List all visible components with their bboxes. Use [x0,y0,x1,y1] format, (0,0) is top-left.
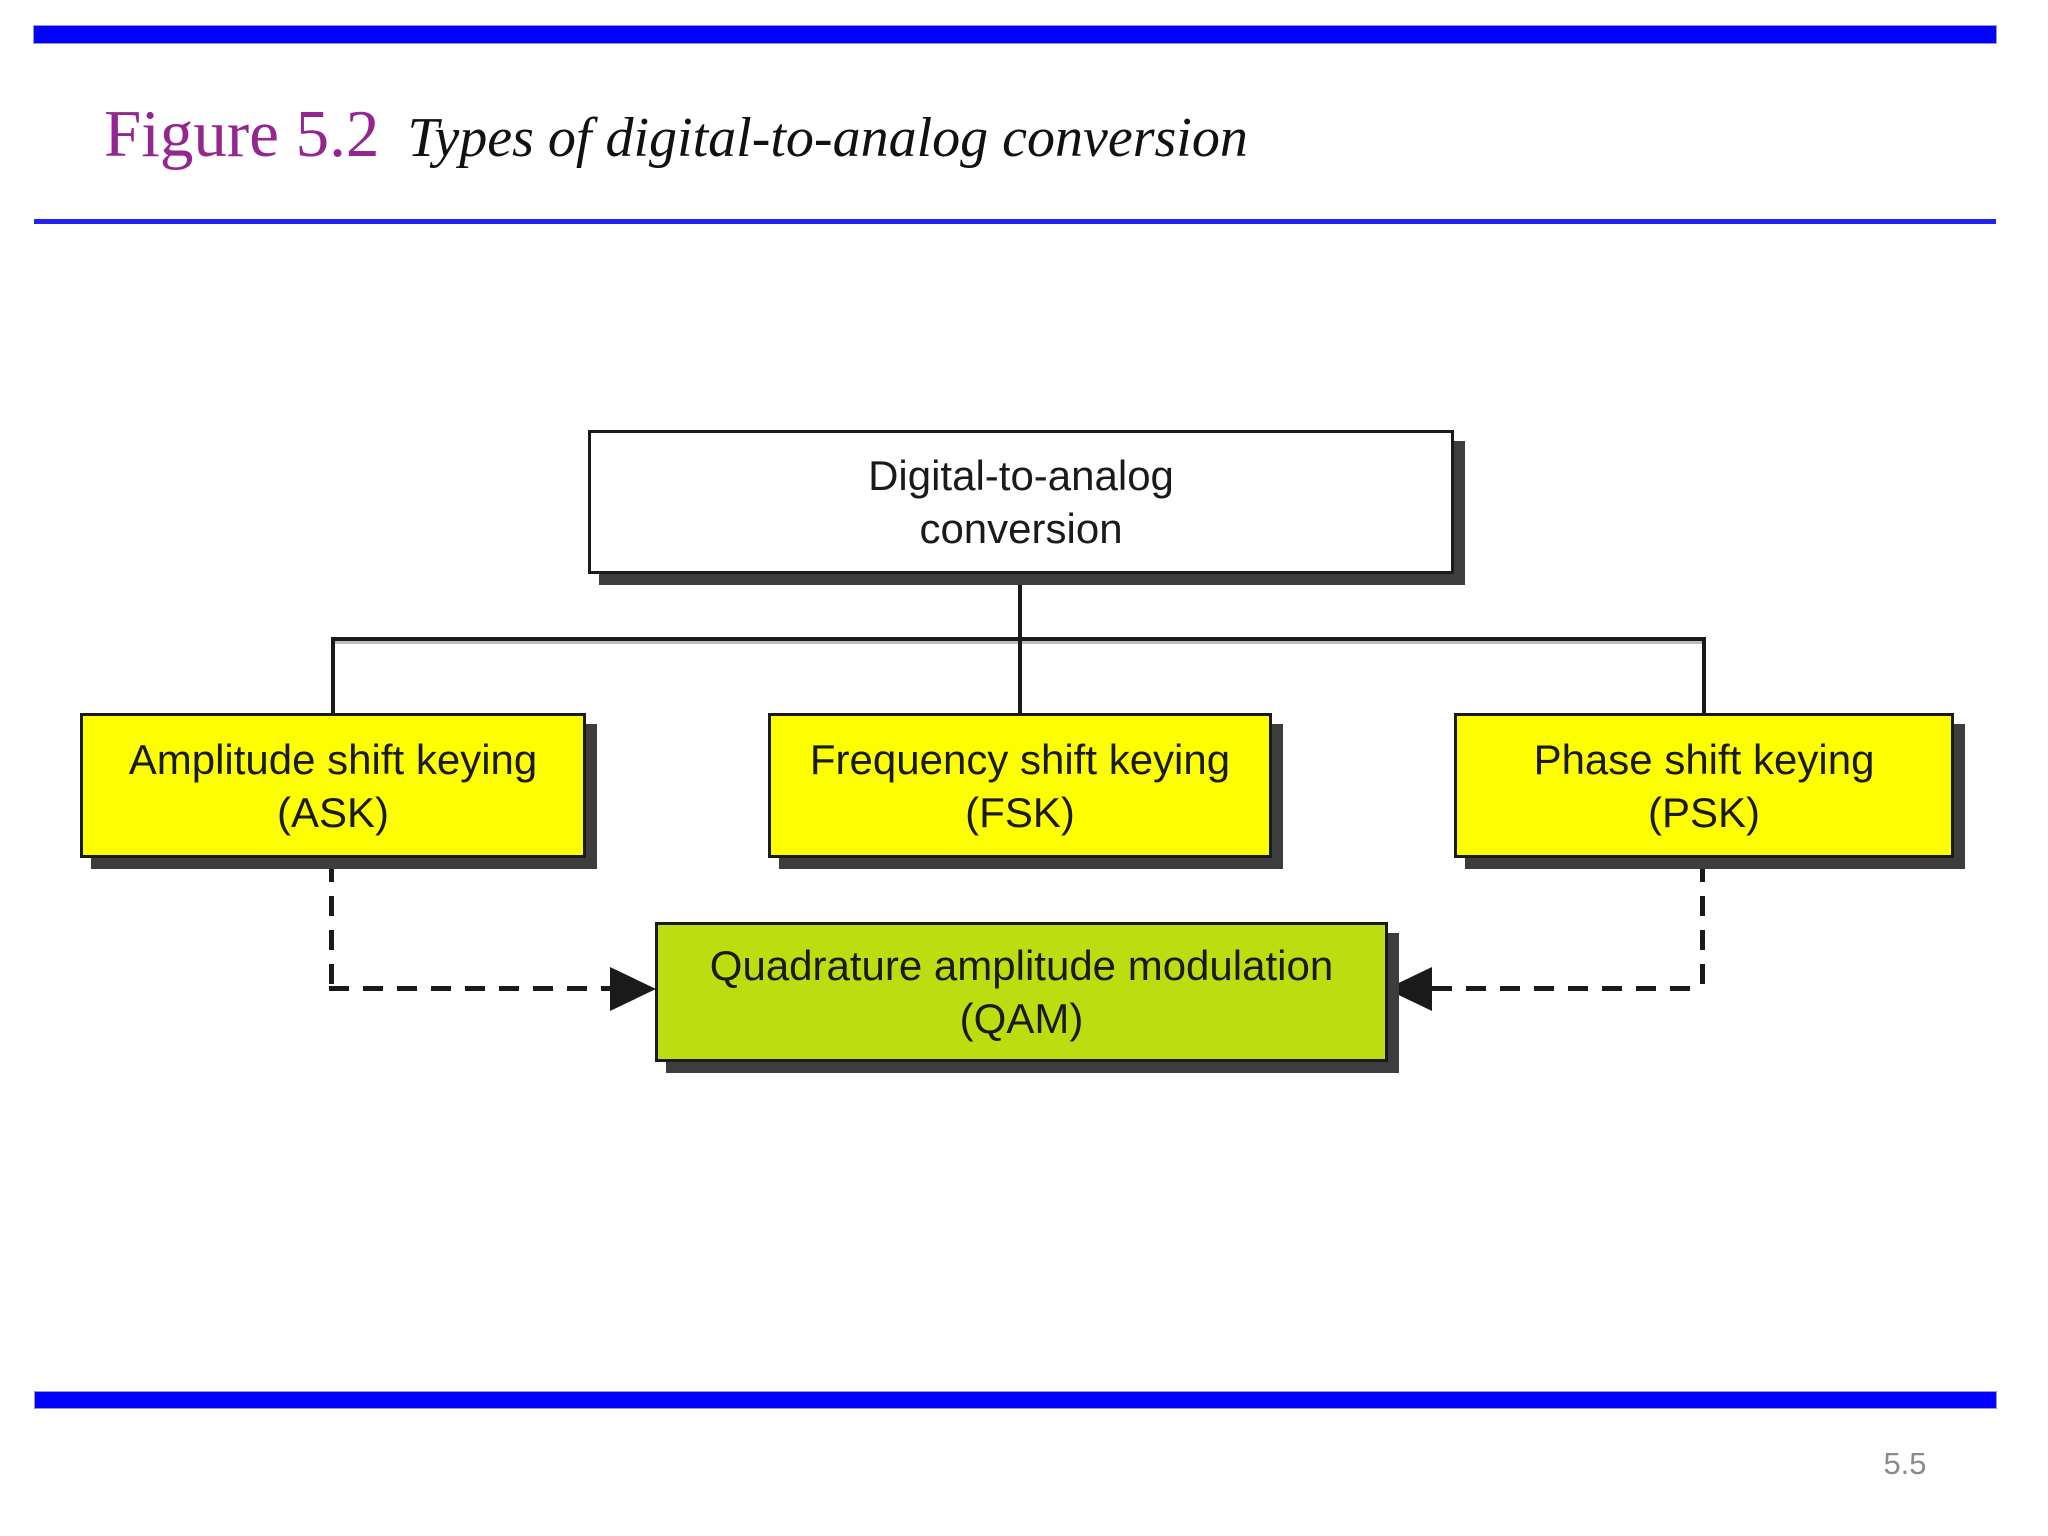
connector-ask-vertical [331,637,335,715]
connector-root-vertical [1018,574,1022,640]
connector-psk-vertical [1702,637,1706,715]
qam-box-line1: Quadrature amplitude modulation [709,942,1334,989]
psk-box-line2: (PSK) [1647,788,1760,836]
fsk-box: Frequency shift keying (FSK) [768,713,1272,858]
psk-box: Phase shift keying (PSK) [1454,713,1954,858]
ask-box: Amplitude shift keying (ASK) [80,713,586,858]
qam-box: Quadrature amplitude modulation (QAM) [655,922,1388,1062]
dashed-link-ask-down [329,862,334,990]
dashed-link-psk-to-qam [1432,986,1704,991]
figure-caption: Types of digital-to-analog conversion [407,107,1248,169]
bottom-accent-bar [34,1391,1997,1409]
arrowhead-into-qam-left-icon [610,967,656,1011]
ask-box-line2: (ASK) [276,788,389,836]
qam-box-line2: (QAM) [959,995,1084,1042]
page-number: 5.5 [1883,1446,1927,1481]
dashed-link-ask-to-qam [329,986,613,991]
root-box-line1: Digital-to-analog [868,452,1174,499]
title-divider-rule [34,219,1996,224]
fsk-box-line1: Frequency shift keying [809,735,1231,783]
root-box-line2: conversion [919,505,1123,552]
connector-fsk-vertical [1018,637,1022,715]
slide-title: Figure 5.2 Types of digital-to-analog con… [104,96,1248,173]
top-accent-bar [33,25,1997,44]
figure-number-label: Figure 5.2 [104,97,380,171]
ask-box-line1: Amplitude shift keying [128,735,538,783]
dashed-link-psk-down [1700,862,1705,990]
root-box-digital-to-analog: Digital-to-analog conversion [588,430,1454,574]
arrowhead-into-qam-right-icon [1386,967,1432,1011]
fsk-box-line2: (FSK) [965,788,1075,836]
psk-box-line1: Phase shift keying [1533,735,1875,783]
